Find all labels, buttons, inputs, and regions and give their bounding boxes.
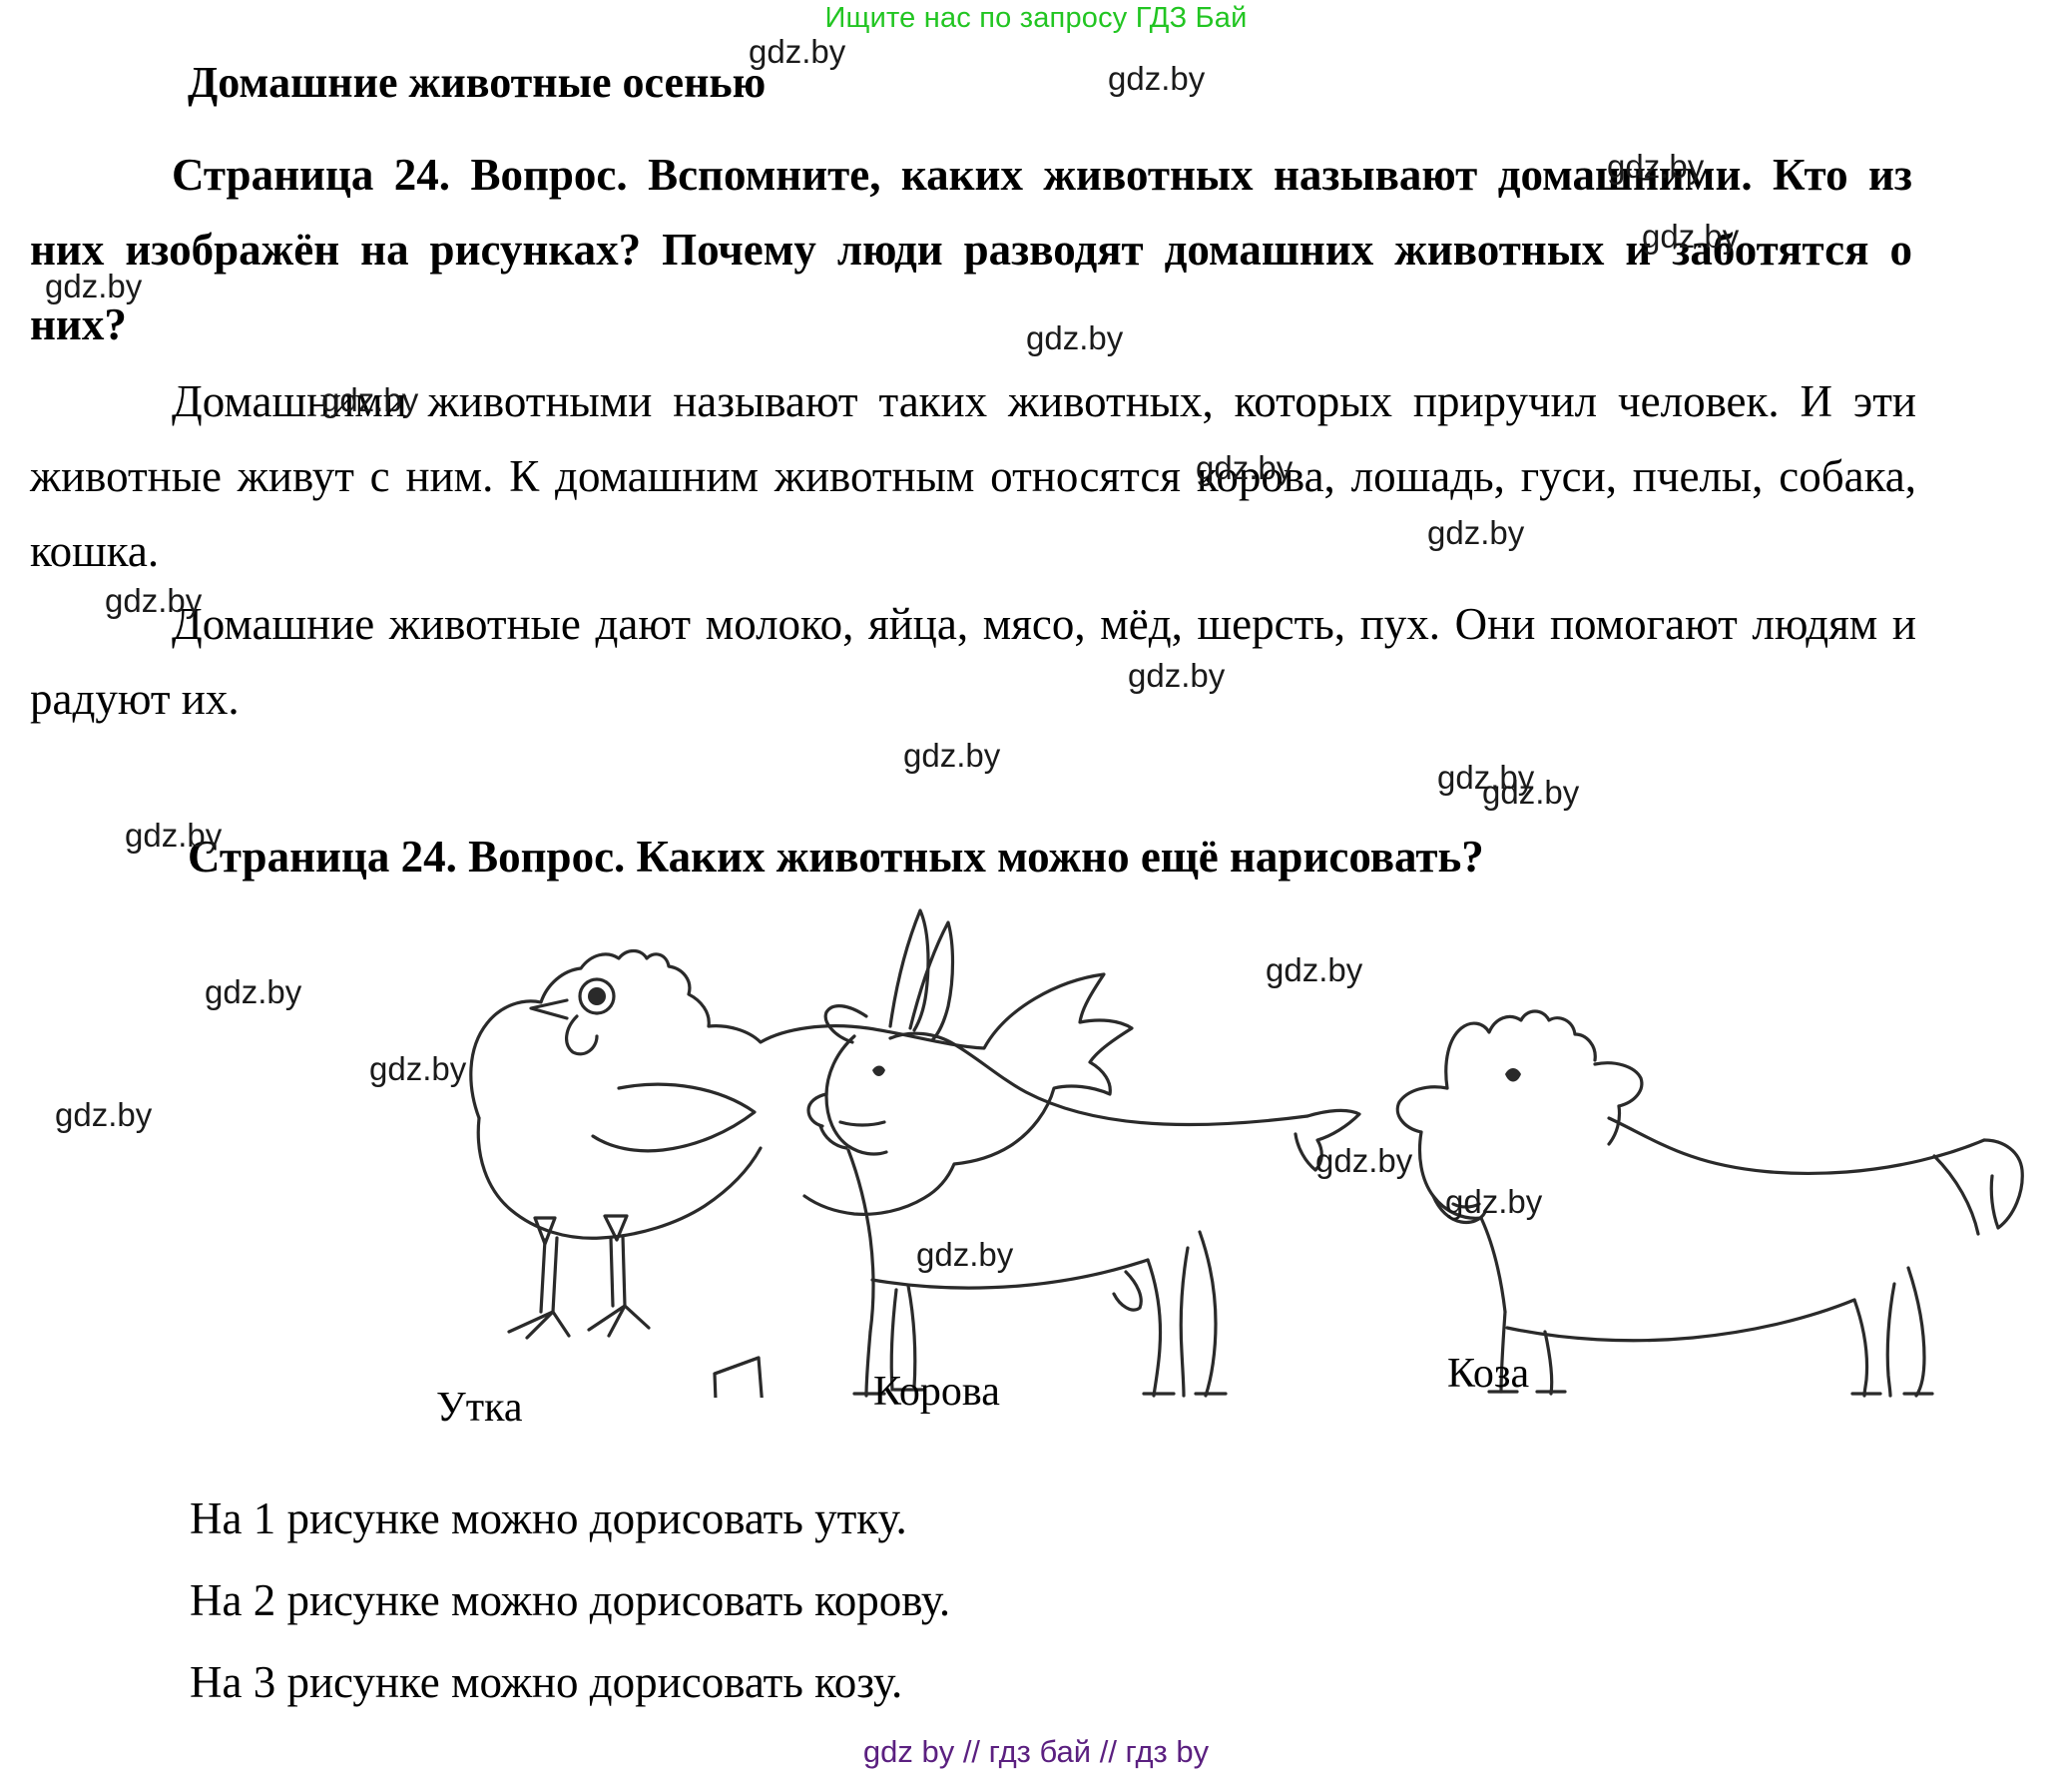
- illustration-area: Утка Корова Коза: [150, 888, 2072, 1431]
- paragraph-1-text: Домашними животными называют таких живот…: [30, 376, 1916, 576]
- goat-icon: [806, 908, 1361, 1398]
- watermark-2: gdz.by: [1108, 60, 1206, 97]
- answers-block: На 1 рисунке можно дорисовать утку. На 2…: [190, 1478, 950, 1723]
- watermark-19: gdz.by: [55, 1096, 153, 1133]
- answer-line-1: На 1 рисунке можно дорисовать утку.: [190, 1493, 907, 1543]
- illustration-svg: [469, 908, 2024, 1398]
- paragraph-2: Домашние животные дают молоко, яйца, мяс…: [30, 587, 1916, 737]
- milk-carton-icon: [713, 1356, 764, 1398]
- question-2-text: Страница 24. Вопрос. Каких животных можн…: [188, 832, 1484, 882]
- paragraph-1: Домашними животными называют таких живот…: [30, 364, 1916, 589]
- figure-label-goat: Коза: [1447, 1351, 1530, 1397]
- paragraph-2-text: Домашние животные дают молоко, яйца, мяс…: [30, 599, 1916, 724]
- chicken-icon: [469, 948, 1134, 1340]
- sheep-icon: [1395, 1009, 2024, 1398]
- watermark-15: gdz.by: [1482, 774, 1580, 811]
- promo-banner: Ищите нас по запросу ГДЗ Бай: [824, 2, 1248, 34]
- question-1-text: Страница 24. Вопрос. Вспомните, каких жи…: [30, 150, 1912, 349]
- answer-line-2: На 2 рисунке можно дорисовать корову.: [190, 1575, 951, 1625]
- page-title: Домашние животные осенью: [188, 58, 767, 107]
- figure-label-duck: Утка: [436, 1385, 523, 1431]
- answer-line-3: На 3 рисунке можно дорисовать козу.: [190, 1657, 903, 1707]
- figure-label-cow: Корова: [873, 1369, 1000, 1415]
- footer-links: gdz by // гдз бай // гдз by: [862, 1734, 1210, 1769]
- watermark-13: gdz.by: [1437, 759, 1535, 796]
- watermark-17: gdz.by: [903, 737, 1001, 774]
